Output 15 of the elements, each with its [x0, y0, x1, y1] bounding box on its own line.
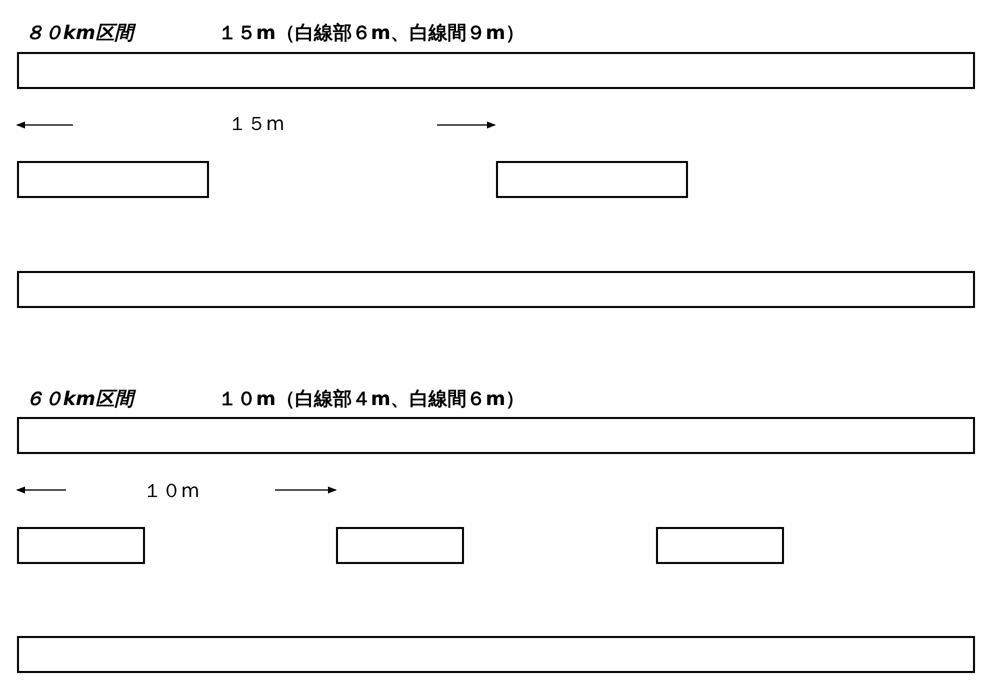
dimension-label: １５m — [228, 113, 285, 135]
line-marking — [496, 161, 688, 198]
line-marking — [17, 52, 975, 89]
line-marking — [17, 271, 975, 308]
dimension-label: １０m — [143, 480, 200, 502]
line-marking — [17, 161, 209, 198]
line-marking — [17, 417, 975, 454]
section-label: ６０km区間 — [25, 388, 134, 410]
line-marking — [656, 527, 784, 564]
section-label: ８０km区間 — [25, 22, 134, 44]
line-marking — [17, 636, 975, 673]
line-marking — [336, 527, 464, 564]
line-marking — [17, 527, 145, 564]
spacing-note: １５m（白線部６m、白線間９m） — [218, 22, 524, 44]
spacing-note: １０m（白線部４m、白線間６m） — [218, 388, 524, 410]
